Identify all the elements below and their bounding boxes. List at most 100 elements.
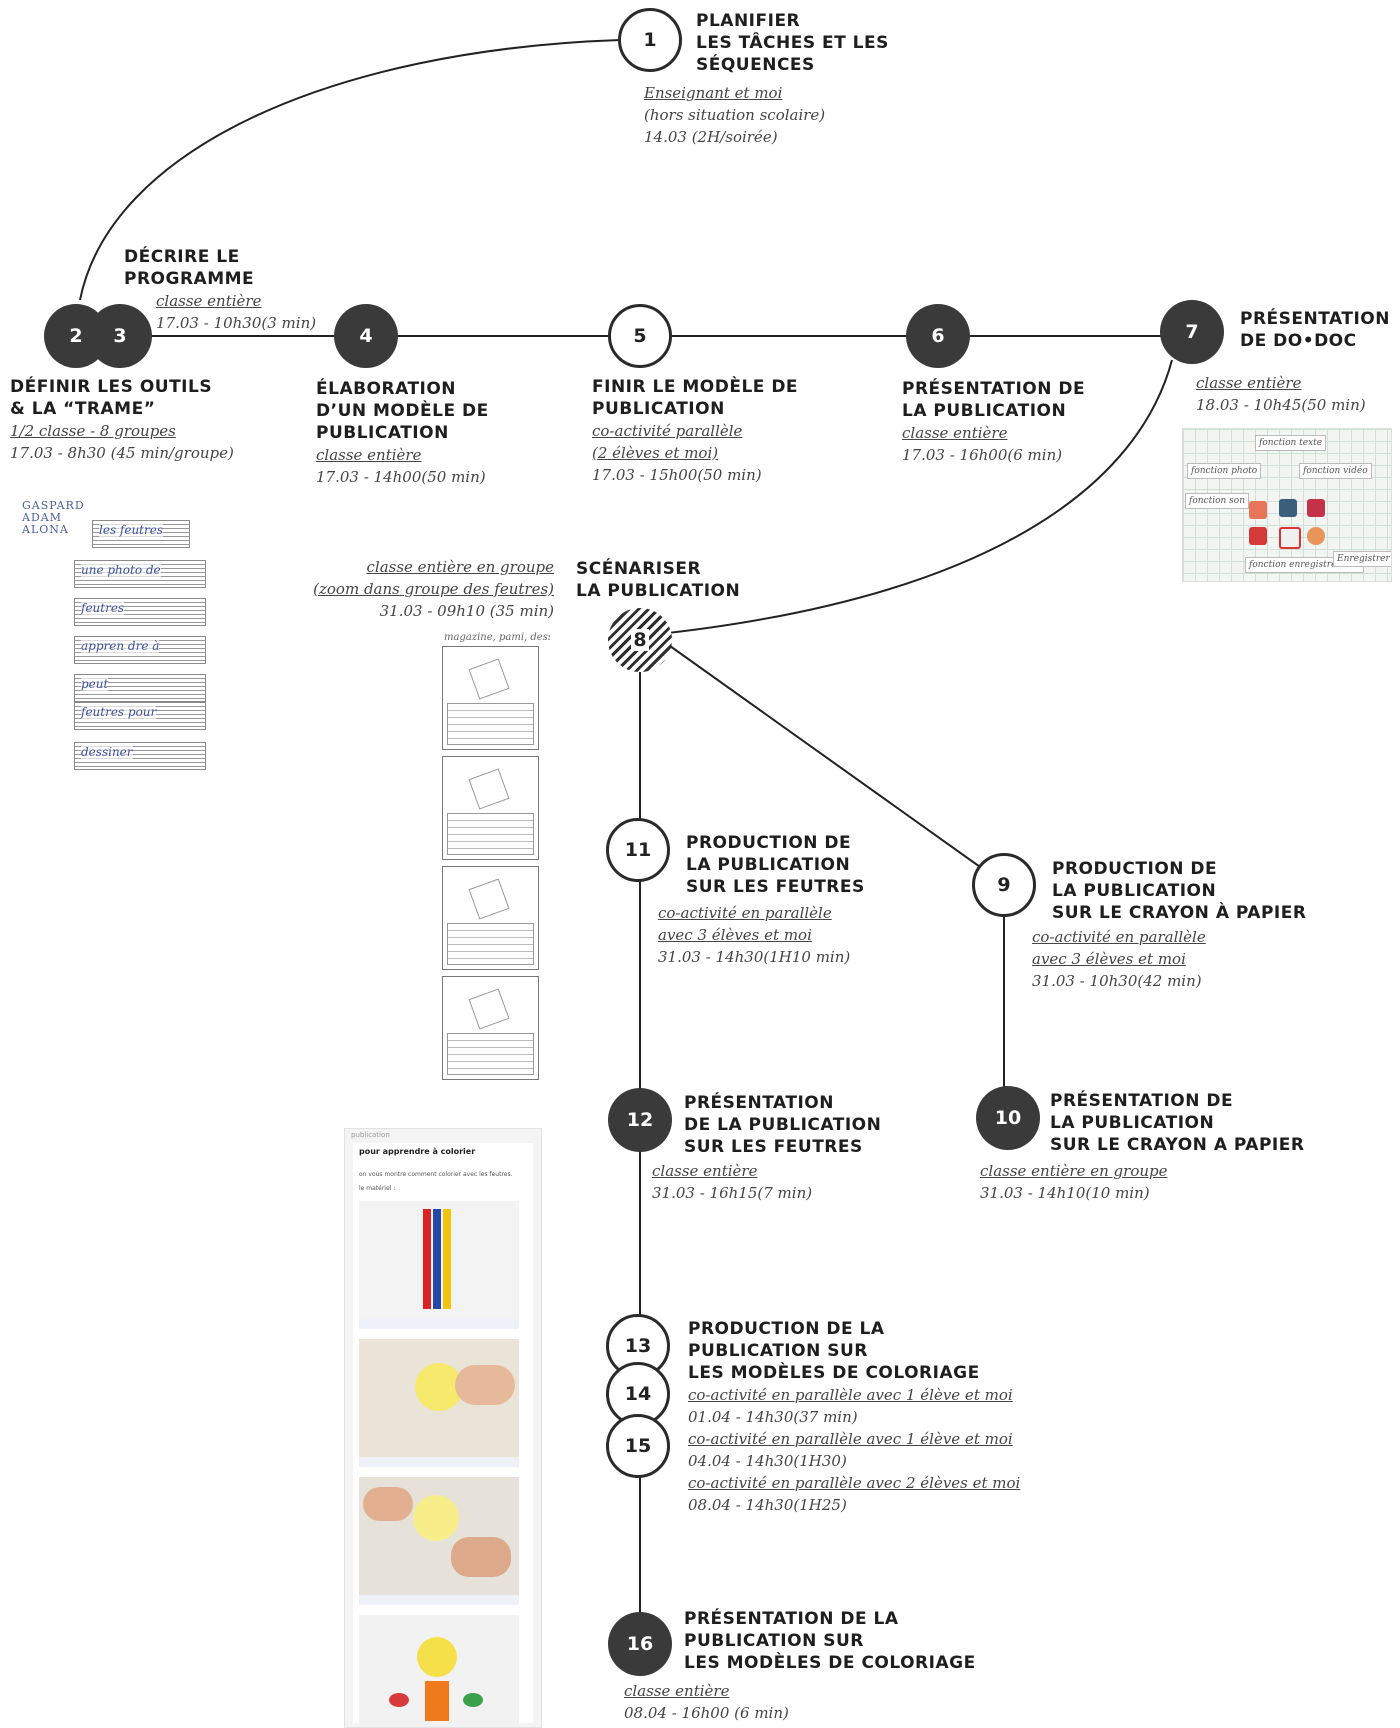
publication-header: publication bbox=[351, 1131, 390, 1139]
step-10-meta: classe entière en groupe 31.03 - 14h10(1… bbox=[980, 1160, 1168, 1204]
step-10-title-line: LA PUBLICATION bbox=[1050, 1113, 1215, 1133]
step-node-10: 10 bbox=[976, 1086, 1040, 1150]
step-9-date: 31.03 - 10h30(42 min) bbox=[1032, 972, 1202, 990]
step-node-6: 6 bbox=[906, 304, 970, 368]
step-node-3: 3 bbox=[88, 304, 152, 368]
step-11-title-line: LA PUBLICATION bbox=[686, 855, 851, 875]
step-16-title-line: PRÉSENTATION DE LA bbox=[684, 1609, 899, 1629]
step-15-session-participants: co-activité en parallèle avec 2 élèves e… bbox=[688, 1474, 1021, 1492]
step-9-participants-detail: avec 3 élèves et moi bbox=[1032, 950, 1186, 968]
step-7-title-line: PRÉSENTATION bbox=[1240, 309, 1390, 329]
board-label: fonction photo bbox=[1187, 463, 1262, 479]
step-6-title-line: PRÉSENTATION DE bbox=[902, 379, 1086, 399]
step-12-title-line: SUR LES FEUTRES bbox=[684, 1137, 863, 1157]
step-3-title-line: DÉCRIRE LE bbox=[124, 247, 240, 267]
video-coloring-final[interactable] bbox=[359, 1615, 519, 1727]
drawing-leaf bbox=[389, 1693, 409, 1707]
group-name: GASPARD bbox=[22, 499, 85, 512]
step-2-date: 17.03 - 8h30 (45 min/groupe) bbox=[10, 444, 234, 462]
storyboard-image: magazine, pami, dessin bbox=[438, 632, 550, 1092]
video-markers[interactable] bbox=[359, 1201, 519, 1329]
handwriting-text: feutres bbox=[81, 601, 125, 615]
publication-intro: on vous montre comment colorier avec les… bbox=[359, 1171, 513, 1178]
step-node-1: 1 bbox=[618, 8, 682, 72]
step-1-participants: Enseignant et moi bbox=[644, 84, 783, 102]
handwriting-line: une photo de bbox=[74, 560, 206, 588]
step-7-title-line: DE DO•DOC bbox=[1240, 331, 1357, 351]
drawing-circle bbox=[413, 1495, 459, 1541]
step-4-title-line: ÉLABORATION bbox=[316, 379, 457, 399]
step-1-date: 14.03 (2H/soirée) bbox=[644, 128, 778, 146]
step-node-8-number: 8 bbox=[631, 629, 649, 651]
step-node-16: 16 bbox=[608, 1612, 672, 1676]
step-9-title-line: PRODUCTION DE bbox=[1052, 859, 1218, 879]
step-13-title-line: PUBLICATION SUR bbox=[688, 1341, 868, 1361]
handwriting-line: feutres bbox=[74, 598, 206, 626]
step-11-participants: co-activité en parallèle bbox=[658, 904, 832, 922]
board-label: fonction vidéo bbox=[1299, 463, 1372, 479]
step-16-title-line: PUBLICATION SUR bbox=[684, 1631, 864, 1651]
step-3-title-line: PROGRAMME bbox=[124, 269, 255, 289]
step-5-date: 17.03 - 15h00(50 min) bbox=[592, 466, 762, 484]
step-11-date: 31.03 - 14h30(1H10 min) bbox=[658, 948, 851, 966]
frame-text-lines bbox=[447, 923, 534, 965]
handwriting-text: appren dre à bbox=[81, 639, 160, 653]
step-11-title-line: PRODUCTION DE bbox=[686, 833, 852, 853]
board-label: fonction texte bbox=[1255, 435, 1327, 451]
step-16-participants: classe entière bbox=[624, 1682, 730, 1700]
video-coloring-2[interactable] bbox=[359, 1477, 519, 1605]
step-6-date: 17.03 - 16h00(6 min) bbox=[902, 446, 1063, 464]
step-14-session-participants: co-activité en parallèle avec 1 élève et… bbox=[688, 1430, 1013, 1448]
step-4-participants: classe entière bbox=[316, 446, 422, 464]
group-name: ADAM bbox=[22, 511, 62, 524]
video-coloring-1[interactable] bbox=[359, 1339, 519, 1467]
storyboard-frame bbox=[442, 976, 539, 1080]
step-3-date: 17.03 - 10h30(3 min) bbox=[156, 314, 317, 332]
frame-text-lines bbox=[447, 1033, 534, 1075]
handwriting-line: peut bbox=[74, 674, 206, 702]
handwriting-line: appren dre à bbox=[74, 636, 206, 664]
step-9-title-line: LA PUBLICATION bbox=[1052, 881, 1217, 901]
step-node-5: 5 bbox=[608, 304, 672, 368]
step-14-session-date: 04.04 - 14h30(1H30) bbox=[688, 1452, 847, 1470]
step-13-title-line: LES MODÈLES DE COLORIAGE bbox=[688, 1363, 980, 1383]
step-node-9: 9 bbox=[972, 853, 1036, 917]
step-node-7: 7 bbox=[1160, 300, 1224, 364]
step-12-title-line: DE LA PUBLICATION bbox=[684, 1115, 882, 1135]
record-icon bbox=[1307, 527, 1325, 545]
drawing-circle bbox=[417, 1637, 457, 1677]
step-13-title-line: PRODUCTION DE LA bbox=[688, 1319, 885, 1339]
video-icon bbox=[1307, 499, 1325, 517]
step-7-meta: classe entière 18.03 - 10h45(50 min) bbox=[1196, 372, 1366, 416]
step-node-12: 12 bbox=[608, 1088, 672, 1152]
step-2-title-line: & LA “TRAME” bbox=[10, 399, 156, 419]
publication-screenshot: publication pour apprendre à colorier on… bbox=[344, 1128, 542, 1728]
text-icon bbox=[1279, 499, 1297, 517]
frame-text-lines bbox=[447, 703, 534, 745]
step-4-date: 17.03 - 14h00(50 min) bbox=[316, 468, 486, 486]
step-8-title-line: LA PUBLICATION bbox=[576, 581, 741, 601]
storyboard-frame bbox=[442, 866, 539, 970]
step-12-meta: classe entière 31.03 - 16h15(7 min) bbox=[652, 1160, 812, 1204]
step-8-date: 31.03 - 09h10 (35 min) bbox=[379, 602, 554, 620]
step-node-11: 11 bbox=[606, 818, 670, 882]
step-2-participants: 1/2 classe - 8 groupes bbox=[10, 422, 176, 440]
group-names: GASPARD ADAM ALONA bbox=[22, 500, 85, 536]
step-15-session-date: 08.04 - 14h30(1H25) bbox=[688, 1496, 847, 1514]
hand-shape bbox=[451, 1537, 511, 1577]
step-1-title-line: SÉQUENCES bbox=[696, 55, 815, 75]
publication-card: pour apprendre à colorier on vous montre… bbox=[353, 1143, 533, 1727]
pencil-drawing-icon bbox=[468, 658, 510, 700]
step-2-label: DÉFINIR LES OUTILS& LA “TRAME” 1/2 class… bbox=[10, 376, 234, 464]
hand-shape bbox=[455, 1365, 515, 1405]
step-16-date: 08.04 - 16h00 (6 min) bbox=[624, 1704, 789, 1722]
step-11-title-line: SUR LES FEUTRES bbox=[686, 877, 865, 897]
step-7-participants: classe entière bbox=[1196, 374, 1302, 392]
step-6-participants: classe entière bbox=[902, 424, 1008, 442]
